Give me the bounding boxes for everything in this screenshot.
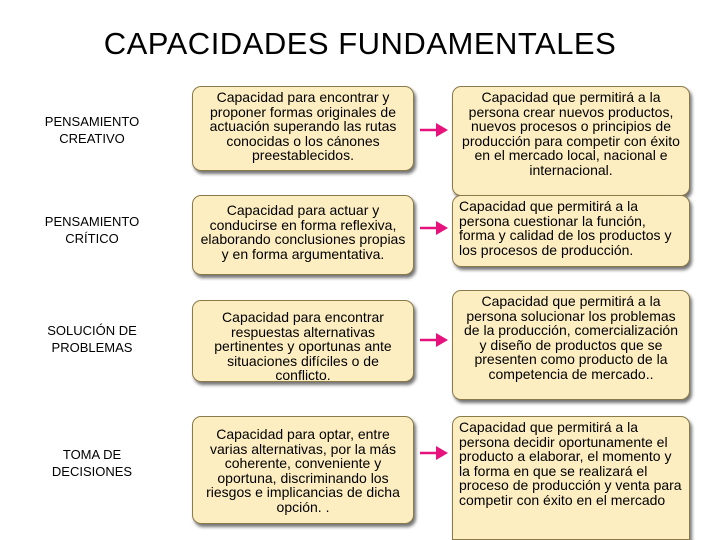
outcome-box-critical-thinking: Capacidad que permitirá a la persona cue… (452, 195, 690, 267)
page-title: CAPACIDADES FUNDAMENTALES (103, 26, 617, 61)
arrow-right-icon (420, 446, 448, 460)
row-label-critical-thinking: PENSAMIENTO CRÍTICO (44, 214, 140, 246)
row-label-decision-making: TOMA DE DECISIONES (51, 447, 133, 479)
capacity-box-critical-thinking: Capacidad para actuar y conducirse en fo… (192, 195, 414, 275)
arrow-right-icon (420, 123, 448, 137)
outcome-box-problem-solving: Capacidad que permitirá a la persona sol… (452, 290, 690, 400)
capacity-box-problem-solving: Capacidad para encontrar respuestas alte… (192, 300, 414, 382)
capacity-box-creative-thinking: Capacidad para encontrar y proponer form… (192, 86, 414, 171)
arrow-right-icon (420, 333, 448, 347)
outcome-box-decision-making: Capacidad que permitirá a la persona dec… (452, 416, 690, 540)
outcome-box-creative-thinking: Capacidad que permitirá a la persona cre… (452, 86, 690, 196)
arrow-right-icon (420, 221, 448, 235)
row-label-creative-thinking: PENSAMIENTO CREATIVO (44, 114, 140, 146)
capacity-box-decision-making: Capacidad para optar, entre varias alter… (192, 416, 414, 524)
row-label-problem-solving: SOLUCIÓN DE PROBLEMAS (47, 323, 137, 355)
